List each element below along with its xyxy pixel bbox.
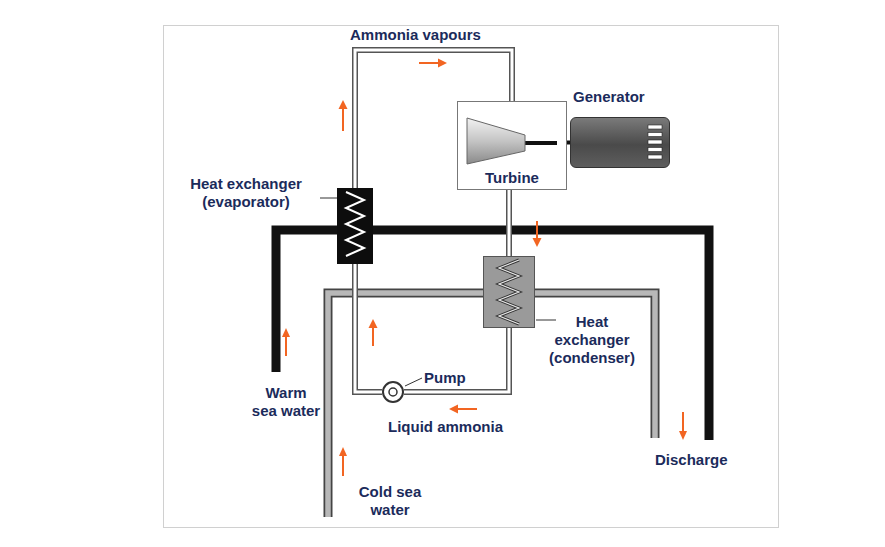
- flow-arrow-head: [679, 431, 687, 440]
- flow-arrow: [342, 455, 344, 476]
- flow-arrow-head: [533, 238, 542, 247]
- coil: [499, 260, 519, 324]
- pipe-bore: [355, 264, 382, 392]
- flow-arrow-head: [282, 328, 290, 337]
- flow-arrow: [285, 336, 287, 356]
- heading: Heat exchanger (evaporator): [176, 175, 316, 211]
- flow-label: Warm sea water: [251, 384, 321, 420]
- flow-arrow-head: [339, 447, 347, 456]
- coil-symbol: [337, 188, 373, 264]
- impeller: [389, 388, 397, 396]
- pipe-outline: [506, 190, 512, 256]
- flow-arrow: [458, 408, 477, 410]
- flow-label: Ammonia vapours: [350, 26, 481, 44]
- vent-slot: [648, 140, 662, 144]
- flow-label: Liquid ammonia: [388, 418, 503, 436]
- turbine-rotor: [467, 118, 525, 164]
- vent-slot: [648, 125, 662, 129]
- flow-arrow-head: [449, 405, 458, 414]
- pipe-bore: [508, 190, 511, 256]
- ammonia-pipe: [509, 190, 542, 256]
- generator: Generator: [570, 117, 670, 168]
- component-label: Turbine: [458, 169, 566, 187]
- flow-arrow: [372, 328, 374, 346]
- pipe-bore: [404, 328, 509, 392]
- coil-outline: [499, 260, 519, 324]
- vent-slot: [648, 148, 662, 152]
- turbine-box: Turbine: [457, 101, 567, 190]
- flow-arrow-head: [438, 59, 447, 68]
- flow-label: Cold sea water: [352, 483, 428, 519]
- leader-line: [405, 378, 422, 386]
- component-label: Pump: [424, 369, 466, 387]
- vent-slot: [648, 133, 662, 137]
- flow-label: Discharge: [655, 451, 728, 469]
- coil-symbol: [483, 256, 535, 328]
- pump: Pump: [382, 381, 404, 403]
- pipe-outline: [355, 264, 382, 392]
- ammonia-pipe: [404, 328, 509, 414]
- flow-arrow-head: [339, 100, 348, 109]
- flow-arrow: [419, 62, 438, 64]
- leader-line: [320, 198, 337, 199]
- flow-arrow: [536, 221, 538, 238]
- coil: [346, 192, 364, 256]
- pipe-outline: [404, 328, 509, 392]
- evaporator-heat-exchanger: Heat exchanger (evaporator): [337, 188, 373, 264]
- frame: [164, 26, 779, 528]
- leader-line: [536, 320, 556, 321]
- vent-slot: [648, 155, 662, 159]
- flow-arrow: [342, 109, 344, 131]
- flow-arrow: [682, 412, 684, 432]
- pump-symbol: [382, 381, 404, 403]
- ammonia-pipe: [355, 264, 382, 392]
- generator-vents: [570, 117, 670, 168]
- flow-arrow-head: [369, 319, 378, 328]
- heading: Heat exchanger (condenser): [544, 313, 640, 367]
- condenser-heat-exchanger: Heat exchanger (condenser): [483, 256, 535, 328]
- shaft: [523, 141, 557, 145]
- heading: Generator: [573, 88, 645, 106]
